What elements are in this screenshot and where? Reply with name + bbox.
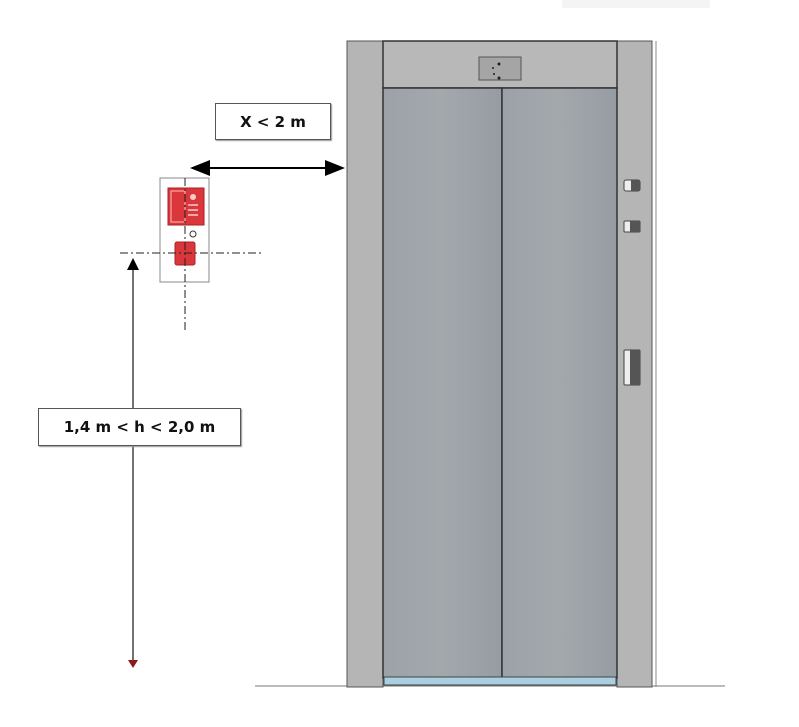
left-jamb bbox=[346, 40, 384, 688]
height-label: 1,4 m < h < 2,0 m bbox=[38, 408, 241, 446]
sill bbox=[383, 676, 617, 686]
right-door bbox=[501, 87, 618, 679]
fire-sign-icon bbox=[167, 187, 205, 226]
height-arrow-bottom-head bbox=[128, 660, 138, 668]
door-handle-icon bbox=[623, 349, 641, 386]
elevator-button-icon bbox=[623, 179, 641, 192]
elevator bbox=[346, 40, 657, 688]
distance-label: X < 2 m bbox=[215, 103, 331, 140]
height-arrow-top-head bbox=[127, 258, 139, 270]
elevator-button-icon bbox=[623, 220, 641, 233]
floor-indicator-icon bbox=[478, 56, 522, 81]
top-faint-box bbox=[562, 0, 710, 8]
small-circle-icon bbox=[189, 230, 197, 238]
left-door bbox=[382, 87, 503, 679]
